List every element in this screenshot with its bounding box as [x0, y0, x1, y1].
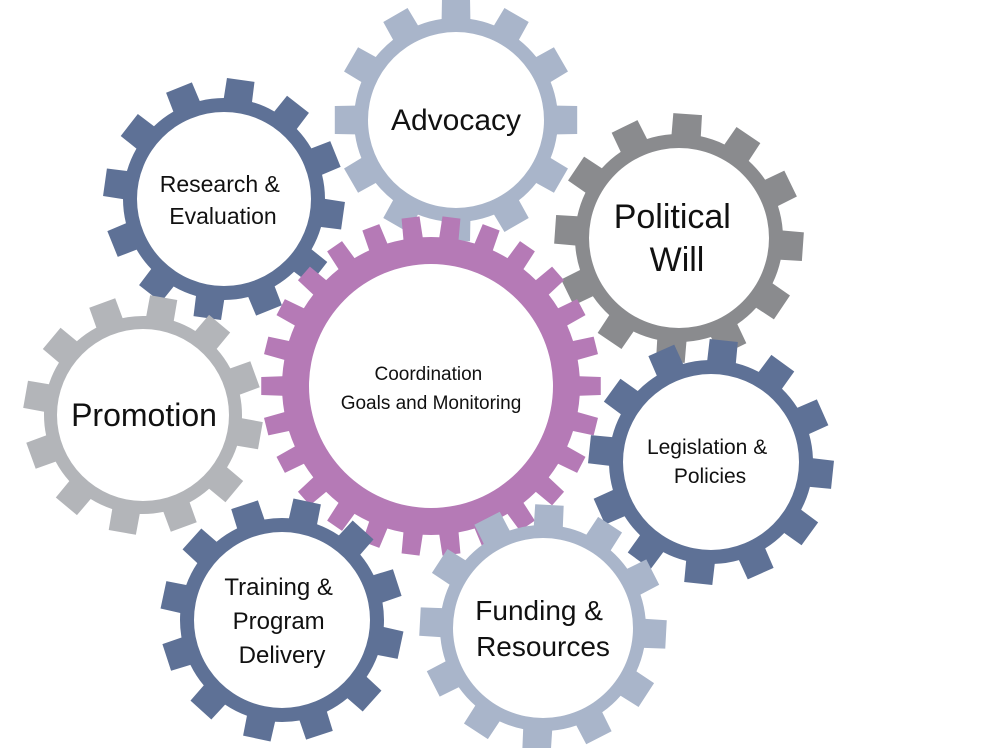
- gear-promotion-label: Promotion: [71, 397, 217, 433]
- gear-legislation-policies-label: Legislation & Policies: [647, 436, 773, 488]
- gear-legislation-policies-line-1: Legislation &: [647, 436, 767, 459]
- gear-advocacy-line-1: Advocacy: [391, 104, 521, 137]
- gear-training-program-delivery-line-2: Program: [233, 608, 325, 635]
- gear-promotion-line-1: Promotion: [71, 397, 217, 433]
- gear-training-program-delivery: Training & Program Delivery: [160, 498, 404, 742]
- gear-center-coordination-line-2: Goals and Monitoring: [341, 393, 522, 414]
- gear-funding-resources-line-1: Funding &: [475, 595, 603, 626]
- gear-training-program-delivery-line-3: Delivery: [239, 642, 326, 669]
- gear-legislation-policies-shape: [588, 339, 834, 585]
- gear-training-program-delivery-label: Training & Program Delivery: [224, 574, 339, 669]
- gear-center-coordination-line-1: Coordination: [374, 364, 482, 385]
- gear-advocacy-label: Advocacy: [391, 104, 521, 137]
- gear-research-evaluation-line-2: Evaluation: [169, 203, 276, 229]
- gear-center-coordination-label: Coordination Goals and Monitoring: [341, 364, 522, 414]
- gear-political-will-label: Political Will: [614, 198, 741, 279]
- gear-research-evaluation-label: Research & Evaluation: [160, 171, 287, 229]
- gear-research-evaluation: Research & Evaluation: [103, 78, 345, 320]
- gear-political-will-line-2: Will: [650, 241, 705, 279]
- gear-advocacy: Advocacy: [334, 0, 578, 242]
- gear-funding-resources: Funding & Resources: [419, 504, 667, 748]
- gear-political-will-shape: [554, 113, 804, 363]
- gear-funding-resources-line-2: Resources: [476, 631, 610, 662]
- gear-research-evaluation-line-1: Research &: [160, 171, 280, 197]
- gear-funding-resources-label: Funding & Resources: [475, 595, 610, 662]
- gear-training-program-delivery-line-1: Training &: [224, 574, 333, 601]
- gear-political-will-line-1: Political: [614, 198, 731, 236]
- gear-center-coordination: Coordination Goals and Monitoring: [261, 216, 601, 556]
- gear-legislation-policies-line-2: Policies: [674, 465, 746, 488]
- gear-promotion: Promotion: [23, 295, 263, 535]
- gear-political-will: Political Will: [554, 113, 804, 363]
- gear-legislation-policies: Legislation & Policies: [588, 339, 834, 585]
